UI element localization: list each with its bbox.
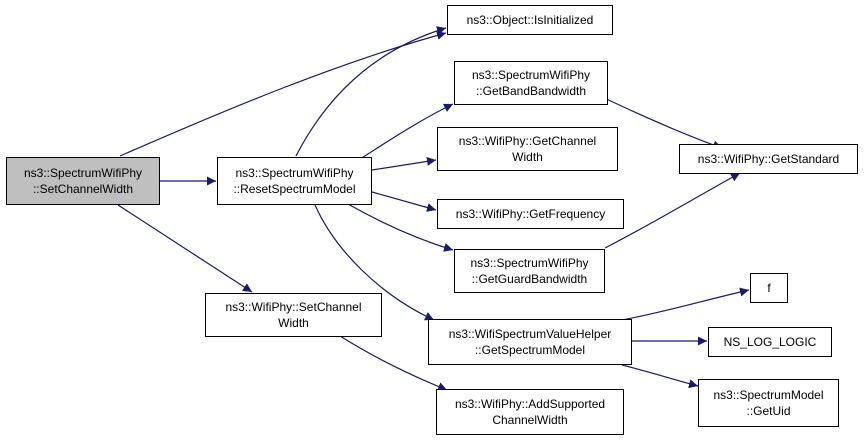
node-label-line: ::GetBandBandwidth <box>475 84 587 98</box>
edge-reset-to-getchannelwidth <box>371 156 437 171</box>
node-wifiphy-setchannelwidth[interactable]: ns3::WifiPhy::SetChannel Width <box>205 293 382 337</box>
node-label-line: ns3::SpectrumWifiPhy <box>23 166 143 180</box>
node-ns-log-logic[interactable]: NS_LOG_LOGIC <box>708 327 832 357</box>
node-label-line: ns3::WifiSpectrumValueHelper <box>448 327 612 341</box>
node-f[interactable]: f <box>750 273 788 303</box>
node-label-line: ns3::WifiPhy::SetChannel <box>225 300 362 314</box>
edge-reset-to-getfrequency <box>371 191 437 212</box>
node-label-line: ns3::SpectrumWifiPhy <box>471 68 591 82</box>
edge-reset-to-getspectrummodel <box>314 204 435 321</box>
node-object-isinitialized[interactable]: ns3::Object::IsInitialized <box>447 5 613 35</box>
node-spectrumwifiphy-getbandbandwidth[interactable]: ns3::SpectrumWifiPhy ::GetBandBandwidth <box>454 61 608 105</box>
edge-reset-to-isinitialized <box>295 26 447 157</box>
edge-getguardbandwidth-to-getstandard <box>604 172 741 249</box>
node-label-line: Width <box>512 150 543 164</box>
node-label-line: ::GetGuardBandwidth <box>471 272 588 286</box>
node-spectrumwifiphy-getguardbandwidth[interactable]: ns3::SpectrumWifiPhy ::GetGuardBandwidth <box>454 249 605 293</box>
node-label-line: ns3::WifiPhy::GetChannel <box>458 134 597 148</box>
node-spectrumwifiphy-setchannelwidth[interactable]: ns3::SpectrumWifiPhy ::SetChannelWidth <box>6 157 160 205</box>
node-label-line: ChannelWidth <box>492 413 568 427</box>
node-label-line: NS_LOG_LOGIC <box>723 335 817 349</box>
node-label-line: ns3::SpectrumModel <box>713 388 824 402</box>
node-label-line: ::GetSpectrumModel <box>474 343 586 357</box>
node-spectrumwifiphy-resetspectrummodel[interactable]: ns3::SpectrumWifiPhy ::ResetSpectrumMode… <box>217 157 372 205</box>
edge-setchannelwidth-to-isinitialized <box>119 31 447 157</box>
edge-reset-to-getguardbandwidth <box>347 203 454 252</box>
edge-getspectrummodel-to-getuid <box>621 364 699 389</box>
node-label-line: ns3::Object::IsInitialized <box>466 13 594 27</box>
node-label-line: ::SetChannelWidth <box>32 182 134 196</box>
node-wifiphy-getstandard[interactable]: ns3::WifiPhy::GetStandard <box>679 144 858 174</box>
edge-reset-to-getbandbandwidth <box>359 103 454 160</box>
node-wifiphy-addsupportedchannelwidth[interactable]: ns3::WifiPhy::AddSupported ChannelWidth <box>436 389 624 435</box>
node-label-line: ns3::SpectrumWifiPhy <box>235 166 354 180</box>
edge-getspectrummodel-to-f <box>621 287 750 321</box>
node-spectrummodel-getuid[interactable]: ns3::SpectrumModel ::GetUid <box>698 379 839 427</box>
node-label-line: ns3::WifiPhy::AddSupported <box>454 397 606 411</box>
node-label-line: ns3::WifiPhy::GetFrequency <box>455 207 606 221</box>
node-wifiphy-getfrequency[interactable]: ns3::WifiPhy::GetFrequency <box>437 199 624 229</box>
node-wifispectrumvaluehelper-getspectrummodel[interactable]: ns3::WifiSpectrumValueHelper ::GetSpectr… <box>428 319 632 365</box>
node-label-line: ns3::SpectrumWifiPhy <box>470 256 589 270</box>
node-label-line: ::ResetSpectrumModel <box>233 182 356 196</box>
edge-wifiphy-setchannelwidth-to-addsupported <box>339 335 448 391</box>
node-label-line: ::GetUid <box>746 404 791 418</box>
edge-setchannelwidth-to-wifiphy-setchannelwidth <box>117 204 253 293</box>
edge-getbandbandwidth-to-getstandard <box>597 94 723 150</box>
node-label-line: f <box>767 281 771 295</box>
node-label-line: Width <box>278 316 309 330</box>
node-label-line: ns3::WifiPhy::GetStandard <box>697 152 840 166</box>
node-wifiphy-getchannelwidth[interactable]: ns3::WifiPhy::GetChannel Width <box>437 127 618 171</box>
